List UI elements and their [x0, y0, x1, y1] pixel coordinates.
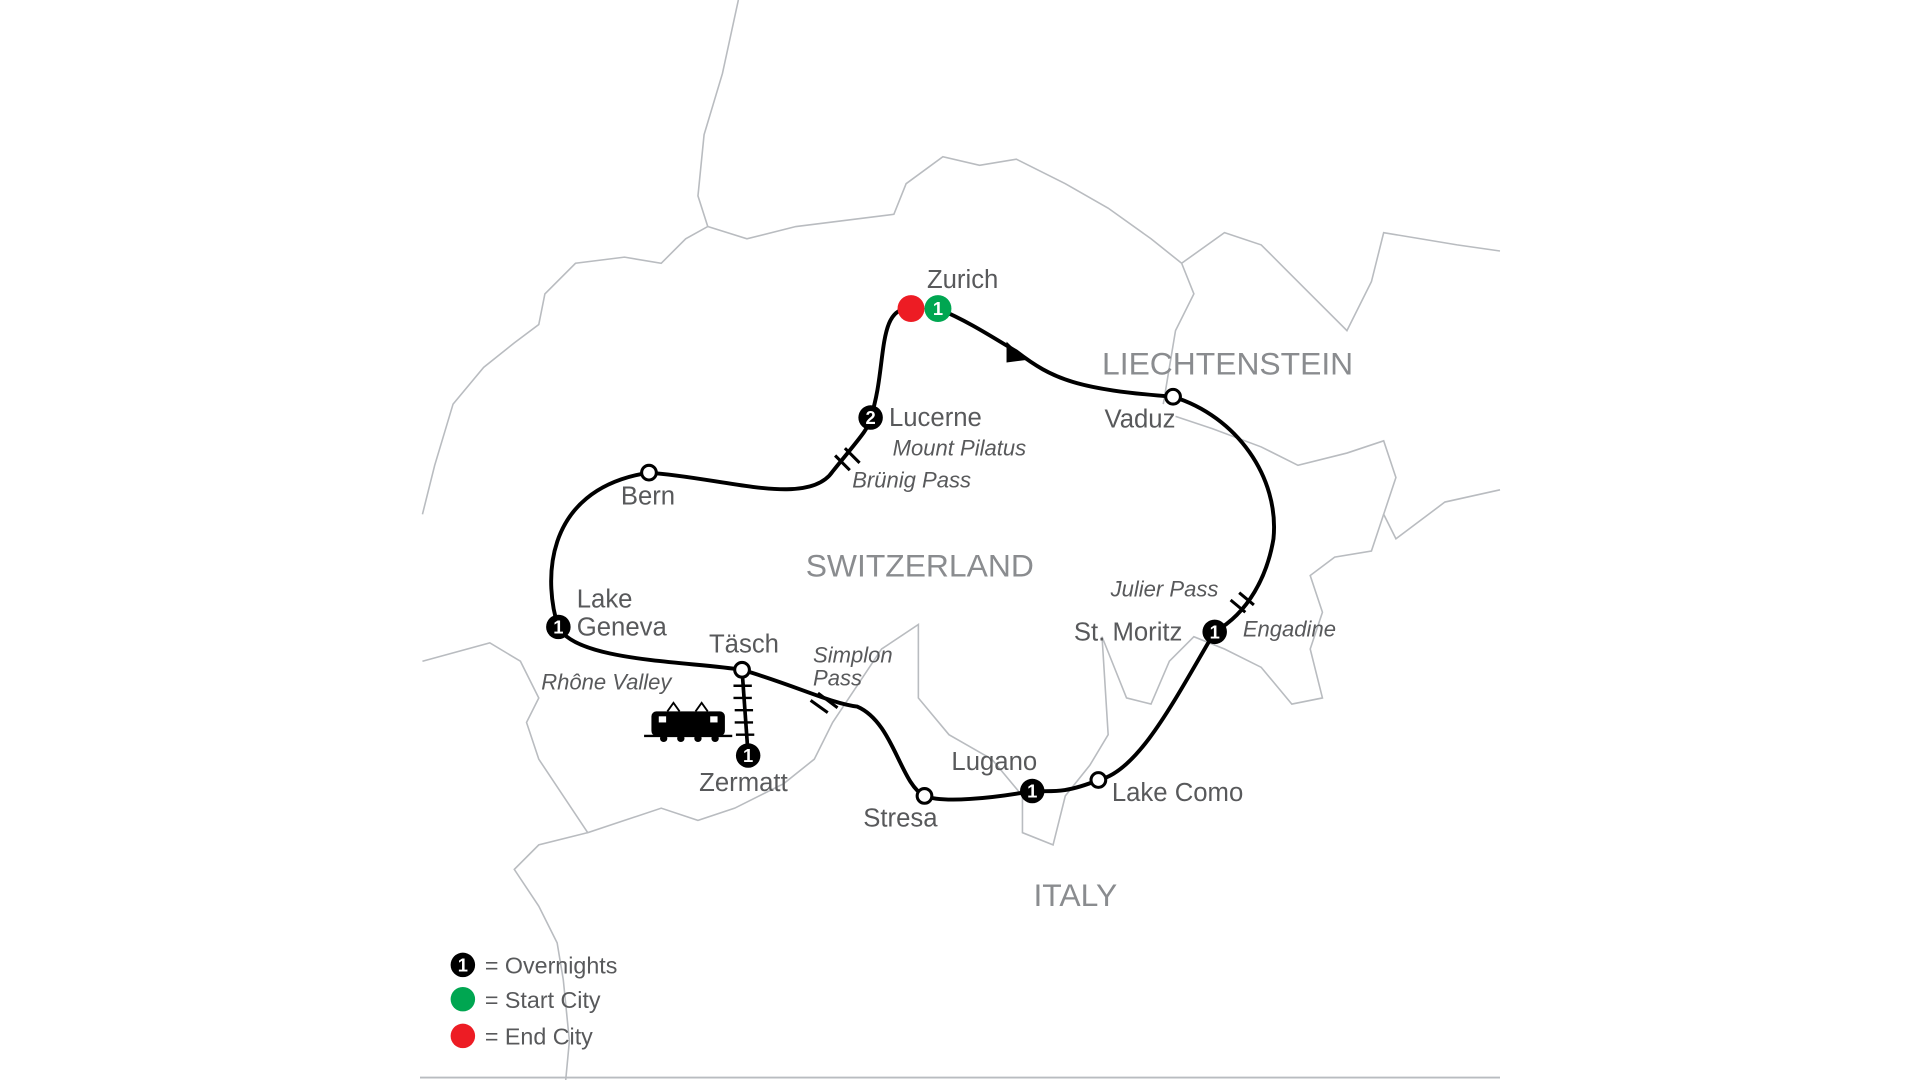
pass-icon — [809, 691, 839, 714]
start-city-marker[interactable] — [924, 295, 952, 323]
city-label-zurich: Zurich — [927, 266, 998, 294]
place-label-rhone-valley: Rhône Valley — [541, 669, 673, 694]
stop-marker-vaduz[interactable] — [1164, 387, 1182, 406]
overnight-count: 2 — [866, 407, 876, 428]
labels: SWITZERLAND LIECHTENSTEIN ITALY Zurich L… — [541, 266, 1353, 913]
stop-marker-tasch[interactable] — [733, 660, 751, 679]
direction-arrow-icon — [1006, 341, 1027, 363]
overnight-marker-lugano[interactable] — [1020, 778, 1045, 804]
country-label-switzerland: SWITZERLAND — [806, 548, 1034, 584]
stop-marker-stresa[interactable] — [915, 787, 934, 805]
pass-icon — [1229, 591, 1255, 614]
place-label-engadine: Engadine — [1243, 617, 1336, 642]
route — [549, 306, 1277, 802]
city-label-tasch: Täsch — [709, 631, 779, 659]
country-borders — [421, 0, 1501, 1080]
city-label-vaduz: Vaduz — [1104, 405, 1175, 433]
stop-marker-lake-como[interactable] — [1089, 771, 1108, 789]
city-label-zermatt: Zermatt — [699, 769, 788, 797]
legend-start-city: = Start City — [485, 987, 601, 1013]
place-label-pass: Pass — [813, 666, 862, 691]
overnight-count: 1 — [933, 298, 943, 319]
overnights-legend-number: 1 — [458, 954, 468, 975]
city-label-lugano: Lugano — [951, 748, 1037, 776]
place-label-julier-pass: Julier Pass — [1110, 576, 1219, 601]
city-label-lake-como: Lake Como — [1112, 779, 1243, 807]
railway-ties — [733, 684, 755, 736]
city-label-stresa: Stresa — [863, 805, 938, 833]
overnight-count: 1 — [553, 616, 563, 637]
city-label-st-moritz: St. Moritz — [1074, 618, 1183, 646]
end-city-marker[interactable] — [897, 295, 925, 323]
legend-end-city: = End City — [485, 1023, 593, 1049]
overnights-legend-icon — [450, 952, 476, 978]
overnight-count: 1 — [1027, 781, 1037, 802]
stop-marker-bern[interactable] — [640, 463, 658, 482]
pass-markers — [809, 447, 1255, 714]
country-label-italy: ITALY — [1033, 877, 1117, 913]
pass-icon — [834, 447, 861, 472]
overnight-marker-lucerne[interactable] — [858, 405, 883, 430]
train-icon — [644, 701, 733, 743]
city-markers: 1 2 1 1 1 1 — [546, 295, 1227, 805]
overnight-count: 1 — [1210, 621, 1220, 642]
place-label-brunig-pass: Brünig Pass — [852, 467, 971, 492]
overnight-marker-zermatt[interactable] — [735, 743, 761, 768]
city-label-geneva: Geneva — [577, 614, 668, 642]
city-label-lake: Lake — [577, 585, 633, 613]
legend-overnights: = Overnights — [485, 952, 617, 978]
overnight-count: 1 — [743, 745, 753, 766]
city-label-lucerne: Lucerne — [889, 404, 982, 432]
overnight-marker-st-moritz[interactable] — [1202, 619, 1227, 645]
place-label-simplon: Simplon — [813, 642, 893, 667]
overnight-marker-lake-geneva[interactable] — [546, 614, 571, 640]
place-label-mount-pilatus: Mount Pilatus — [893, 436, 1026, 461]
legend: 1 = Overnights = Start City = End City — [450, 952, 617, 1049]
start-city-legend-icon — [450, 986, 476, 1012]
country-label-liechtenstein: LIECHTENSTEIN — [1102, 346, 1353, 382]
city-label-bern: Bern — [621, 482, 675, 510]
end-city-legend-icon — [450, 1023, 476, 1049]
